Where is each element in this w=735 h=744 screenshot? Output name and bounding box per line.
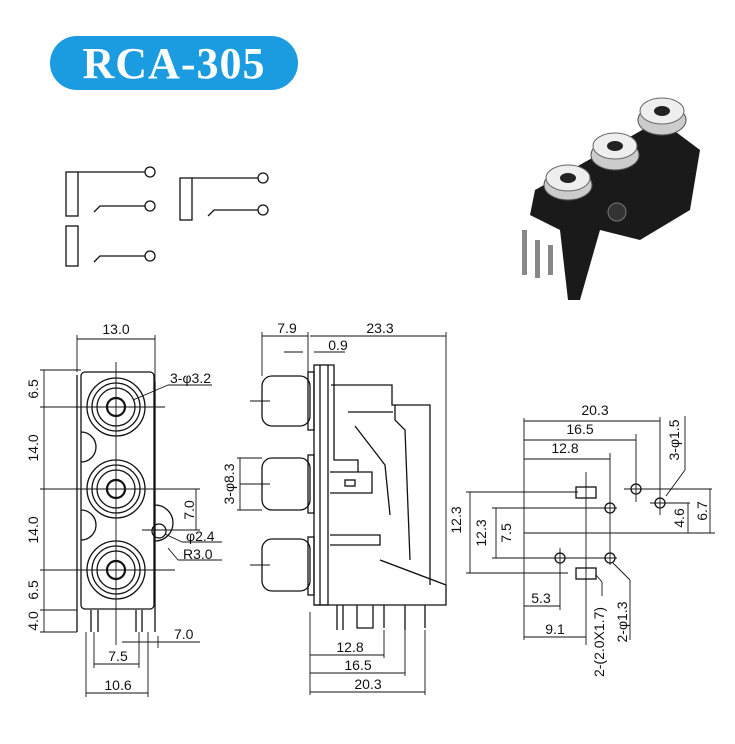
pcb-footprint: 20.3 16.5 12.8 3-φ1.5 4.6 6.7 12.3 7.5 5… <box>466 402 715 677</box>
dim-depth: 23.3 <box>366 320 393 336</box>
dim-mount-offset: 7.0 <box>181 500 197 520</box>
title-badge: RCA-305 <box>50 36 298 90</box>
product-photo <box>522 97 700 300</box>
dim-pitch-2: 14.0 <box>25 516 41 543</box>
dim-mount-hole: φ2.4 <box>186 528 215 544</box>
dim-mount-radius: R3.0 <box>183 546 213 562</box>
dim-pin-3: 20.3 <box>354 676 381 692</box>
schematic-symbol-left <box>65 166 156 267</box>
dim-pitch-1: 14.0 <box>25 434 41 461</box>
dim-pin-span-1: 7.5 <box>108 648 128 664</box>
dim-bottom-margin: 6.5 <box>25 580 41 600</box>
dim-hole-label: 3-φ3.2 <box>170 370 211 386</box>
dim-fp-pin-holes: 2-φ1.3 <box>614 601 630 642</box>
dim-height: 12.3 <box>448 506 464 533</box>
dim-jack-diameter: 3-φ8.3 <box>221 463 237 504</box>
footprint-holes <box>554 483 666 580</box>
dim-fp-h2: 6.7 <box>694 501 710 521</box>
dim-fp-v1: 12.3 <box>473 519 489 546</box>
title-text: RCA-305 <box>83 39 266 88</box>
dim-fp-d3: 12.8 <box>551 440 578 456</box>
dim-fp-b2: 9.1 <box>545 621 565 637</box>
dim-pin-height: 4.0 <box>25 611 41 631</box>
dim-panel: 0.9 <box>328 337 348 353</box>
dim-pin-span-2: 10.6 <box>104 677 131 693</box>
dim-fp-d2: 16.5 <box>566 421 593 437</box>
side-view: 7.9 23.3 0.9 3-φ8.3 12.3 12.8 16.5 20.3 <box>221 320 464 695</box>
front-view: 13.0 3-φ3.2 6.5 14.0 14.0 6.5 4.0 7.0 φ2… <box>25 321 222 697</box>
dim-fp-v2: 7.5 <box>498 523 514 543</box>
dim-fp-d1: 20.3 <box>581 402 608 418</box>
dim-pin-2: 16.5 <box>344 657 371 673</box>
dim-fp-h1: 4.6 <box>671 508 687 528</box>
dim-width: 13.0 <box>102 321 129 337</box>
jack-3-photo <box>637 97 687 136</box>
dim-fp-slots: 2-(2.0X1.7) <box>591 607 607 677</box>
jack-2-photo <box>590 132 640 171</box>
dim-top-margin: 6.5 <box>25 379 41 399</box>
jack-1-photo <box>543 164 593 201</box>
dim-fp-b1: 5.3 <box>531 590 551 606</box>
dim-pin-1: 12.8 <box>336 639 363 655</box>
dim-jack-length: 7.9 <box>277 320 297 336</box>
dim-fp-small-holes: 3-φ1.5 <box>666 419 682 460</box>
dim-pin-offset: 7.0 <box>174 626 194 642</box>
schematic-symbol-right <box>179 172 269 221</box>
